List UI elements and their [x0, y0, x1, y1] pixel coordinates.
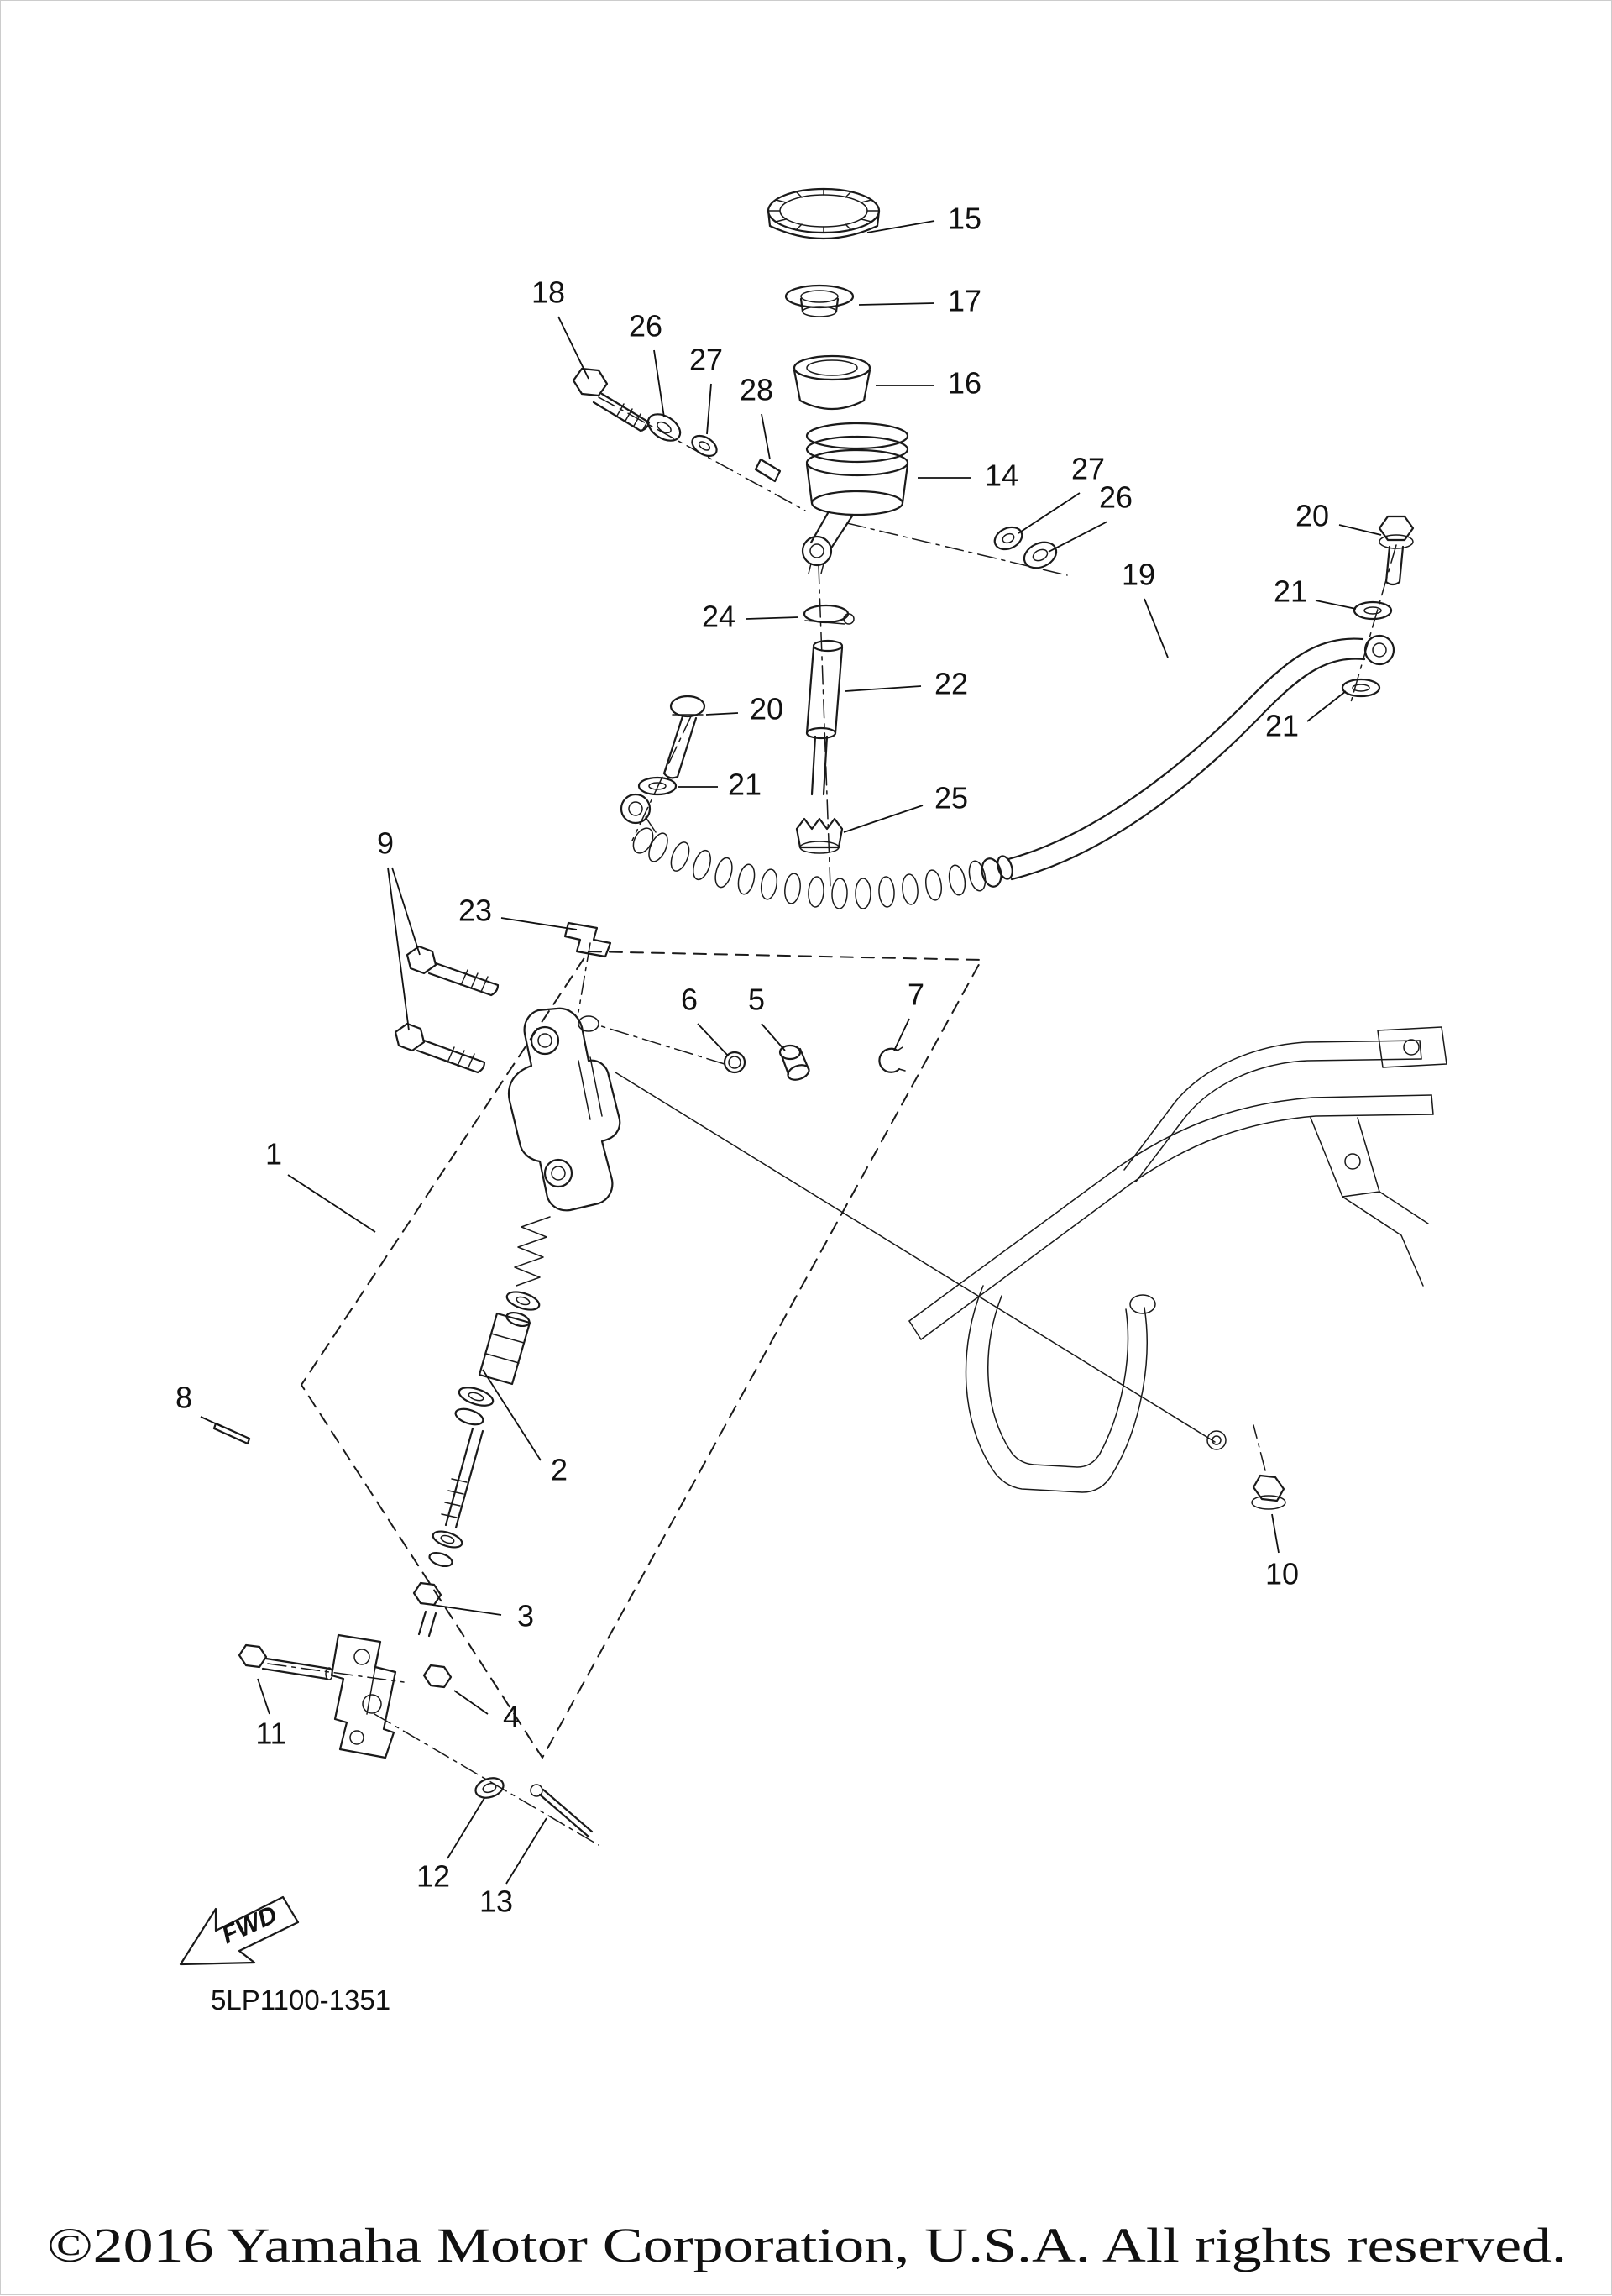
leader-line-9-19: [387, 867, 410, 1031]
fwd-arrow: FWD: [179, 1895, 300, 1966]
port-axis-centerline: [598, 1025, 725, 1065]
leader-line-18-3: [557, 316, 589, 380]
mounting-bolts: [394, 945, 500, 1074]
leader-line-27-8: [1018, 492, 1081, 534]
flange-nut: [1251, 1424, 1286, 1510]
bolt18-axis-centerline: [598, 396, 806, 511]
leader-line-26-9: [1048, 521, 1108, 553]
banjo-washers-right-pair: [846, 522, 1068, 576]
brake-hose: [1007, 634, 1395, 881]
frame-section: [908, 1026, 1447, 1493]
assembly-boundary-dashed: [301, 951, 982, 1759]
callout-16-2: 16: [948, 366, 981, 401]
callout-4-29: 4: [503, 1700, 520, 1734]
callout-18-3: 18: [531, 275, 565, 310]
callout-3-28: 3: [517, 1599, 534, 1633]
clevis-assembly: [212, 1422, 599, 1846]
hose-axis-centerline: [818, 564, 831, 889]
callout-8-26: 8: [175, 1381, 192, 1415]
reservoir-body: [801, 422, 909, 574]
leader-line-25-18: [843, 805, 924, 833]
callout-27-8: 27: [1071, 452, 1105, 486]
callout-13-32: 13: [479, 1885, 513, 1919]
callout-10-27: 10: [1265, 1557, 1299, 1591]
callout-26-9: 26: [1099, 480, 1133, 515]
washer-axis-centerline: [846, 522, 1068, 576]
leader-line-4-29: [453, 1690, 489, 1715]
leader-line-21-13: [1306, 690, 1347, 722]
leader-line-5-22: [761, 1023, 786, 1051]
callout-7-23: 7: [908, 978, 924, 1012]
callout-28-6: 28: [740, 373, 773, 407]
leader-line-17-1: [858, 302, 935, 306]
reservoir-bolt-hardware: [572, 367, 806, 511]
callout-22-15: 22: [934, 667, 968, 701]
callout-6-21: 6: [681, 983, 698, 1017]
callout-24-14: 24: [702, 600, 735, 634]
leader-line-20-10: [1338, 524, 1382, 536]
leader-line-24-14: [746, 616, 799, 620]
callout-27-5: 27: [689, 343, 723, 377]
callout-17-1: 17: [948, 284, 981, 318]
leader-line-22-15: [845, 685, 922, 692]
callout-20-10: 20: [1295, 499, 1329, 533]
leader-line-6-21: [697, 1023, 729, 1056]
leader-line-15-0: [866, 220, 935, 233]
callout-2-25: 2: [551, 1453, 568, 1487]
joint-hose: [805, 639, 844, 796]
leader-line-11-30: [257, 1678, 270, 1715]
callout-12-31: 12: [416, 1859, 450, 1894]
diagram-code: 5LP1100-1351: [211, 1984, 390, 2016]
callout-21-13: 21: [1265, 709, 1299, 743]
callout-19-11: 19: [1122, 558, 1155, 592]
clamp-bracket: [563, 921, 612, 1013]
spring-pin: [212, 1422, 251, 1445]
hose-clamp: [803, 604, 855, 625]
hose-connector: [795, 817, 844, 854]
callout-21-12: 21: [1274, 574, 1307, 609]
callout-15-0: 15: [948, 202, 981, 236]
banjo-bolt-left: [620, 695, 706, 841]
leader-line-20-16: [705, 712, 739, 716]
leader-line-1-24: [287, 1174, 376, 1233]
reservoir-cap: [767, 187, 881, 240]
leader-line-8-26: [200, 1416, 223, 1428]
leader-line-10-27: [1271, 1513, 1280, 1554]
callout-20-16: 20: [750, 692, 783, 726]
copyright-text: ©2016 Yamaha Motor Corporation, U.S.A. A…: [47, 2218, 1567, 2272]
leader-line-21-12: [1315, 600, 1357, 610]
leader-line-19-11: [1144, 598, 1169, 658]
leader-line-27-5: [706, 383, 712, 435]
leader-line-28-6: [761, 413, 771, 460]
master-cylinder-body: [507, 1007, 621, 1212]
diaphragm-holder: [784, 284, 855, 317]
callout-25-18: 25: [934, 781, 968, 815]
port-fittings: [723, 1044, 906, 1081]
leader-line-9-19: [391, 867, 421, 956]
alignment-line: [615, 1072, 1216, 1443]
coiled-hose-guard: [632, 827, 1013, 909]
diaphragm: [793, 354, 871, 411]
piston-kit: [428, 1216, 551, 1568]
callout-5-22: 5: [748, 983, 765, 1017]
leader-line-13-32: [505, 1817, 547, 1885]
callout-21-17: 21: [728, 768, 762, 802]
fwd-label: FWD: [217, 1900, 281, 1949]
leader-line-23-20: [500, 917, 578, 930]
leader-line-7-23: [893, 1018, 910, 1051]
rod-nuts: [412, 1581, 453, 1689]
banjo-bolt-right: [1341, 515, 1415, 703]
callout-26-4: 26: [629, 309, 662, 343]
callout-23-20: 23: [458, 894, 492, 928]
callout-1-24: 1: [265, 1137, 282, 1172]
callout-14-7: 14: [985, 459, 1018, 493]
leader-line-3-28: [432, 1604, 502, 1616]
leader-line-2-25: [482, 1369, 542, 1461]
leader-line-26-4: [653, 349, 665, 418]
callout-9-19: 9: [377, 826, 394, 861]
leader-line-12-31: [447, 1797, 485, 1859]
callout-11-30: 11: [255, 1717, 286, 1751]
